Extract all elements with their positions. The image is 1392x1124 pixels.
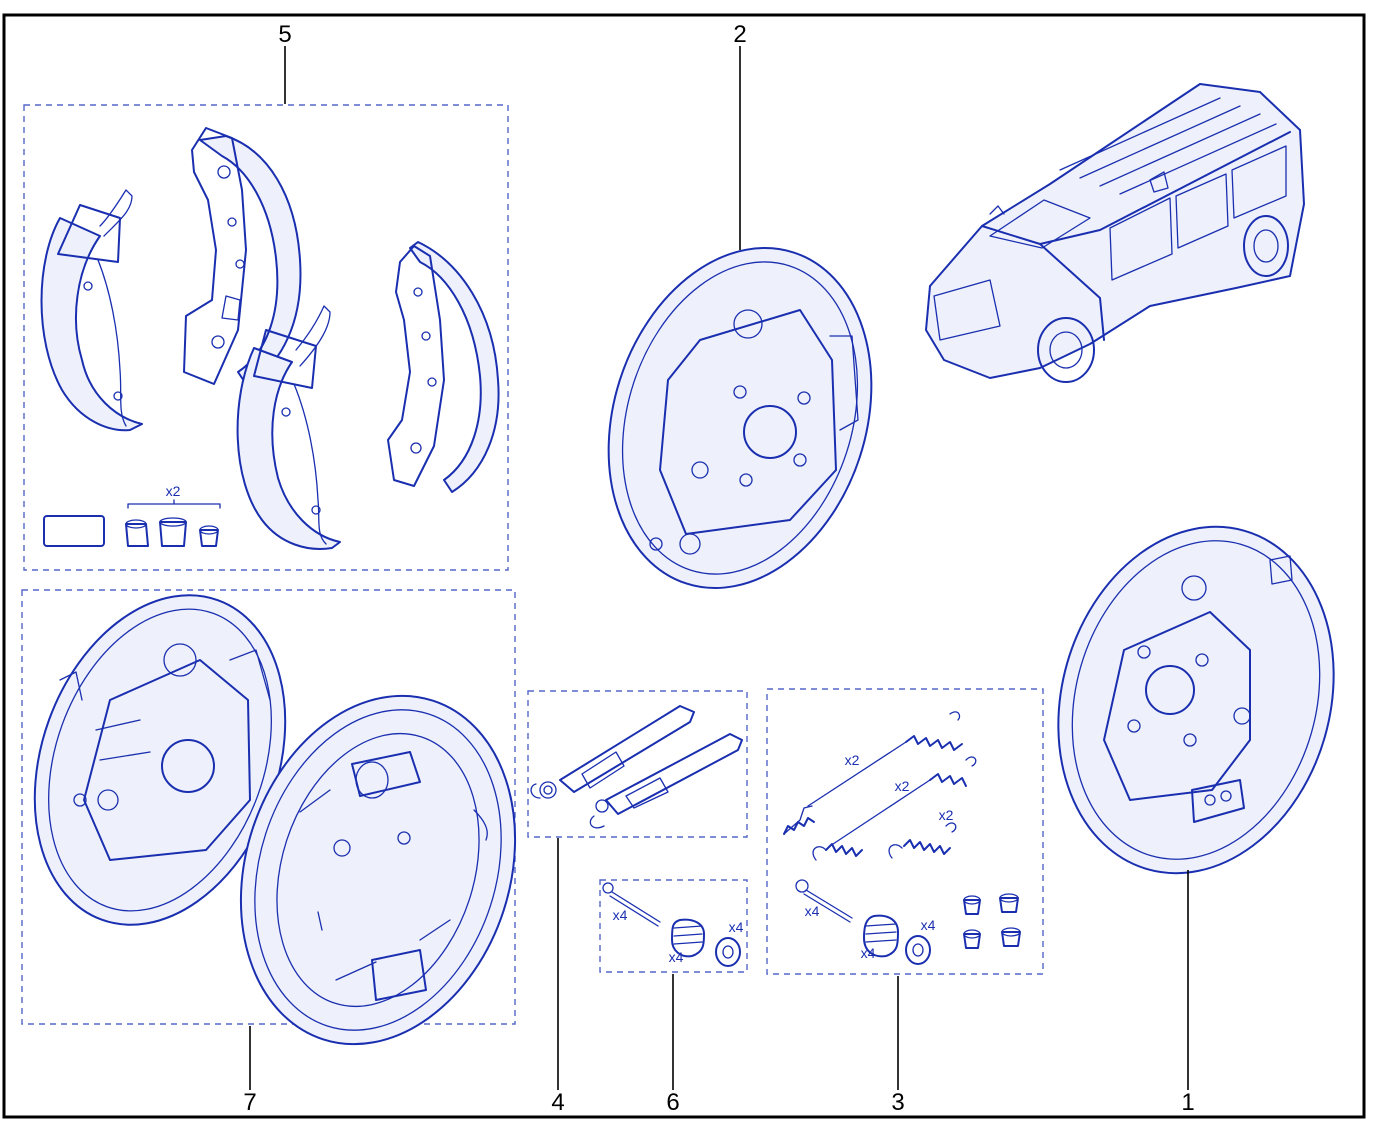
brake-shoe-1	[40, 189, 143, 432]
callout-5: 5	[278, 21, 291, 48]
callout-6: 6	[666, 1089, 679, 1116]
qty-kit3-pin: x4	[805, 903, 820, 919]
qty-kit5-caps: x2	[166, 483, 181, 499]
assembled-drum-right	[239, 694, 517, 1046]
qty-kit6-coil: x4	[669, 949, 684, 965]
qty-kit6-cup: x4	[729, 919, 744, 935]
adjuster-struts	[530, 705, 743, 829]
brake-shoe-3	[236, 305, 341, 550]
kit6-hardware	[602, 882, 741, 967]
adjuster-caps	[125, 517, 219, 547]
diagram-frame	[2, 13, 1366, 1119]
backing-plate-2	[607, 246, 873, 590]
kit-box-4	[527, 690, 748, 838]
qty-kit3-coil: x4	[861, 945, 876, 961]
qty-kit3-spring-mid: x2	[895, 778, 910, 794]
kit3-hardware	[795, 879, 1021, 965]
qty-bracket	[127, 499, 221, 509]
qty-kit6-pin: x4	[613, 907, 628, 923]
qty-kit3-spring-short: x2	[939, 807, 954, 823]
kit-box-7	[21, 589, 516, 1025]
qty-kit3-cup: x4	[921, 917, 936, 933]
callout-4: 4	[551, 1089, 564, 1116]
qty-kit3-spring-long: x2	[845, 752, 860, 768]
vehicle-illustration	[925, 83, 1305, 383]
callout-1: 1	[1181, 1089, 1194, 1116]
kit-box-3	[766, 688, 1044, 975]
callout-3: 3	[891, 1089, 904, 1116]
brake-shoe-2	[183, 127, 302, 385]
brake-shoe-4	[387, 241, 500, 493]
lining-pad	[43, 515, 105, 547]
kit-box-5	[23, 104, 509, 571]
callout-7: 7	[243, 1089, 256, 1116]
kit3-springs	[783, 711, 977, 861]
callout-2: 2	[733, 21, 746, 48]
assembled-plate-left	[33, 594, 287, 926]
backing-plate-1	[1057, 525, 1335, 875]
kit-box-6	[599, 879, 748, 973]
